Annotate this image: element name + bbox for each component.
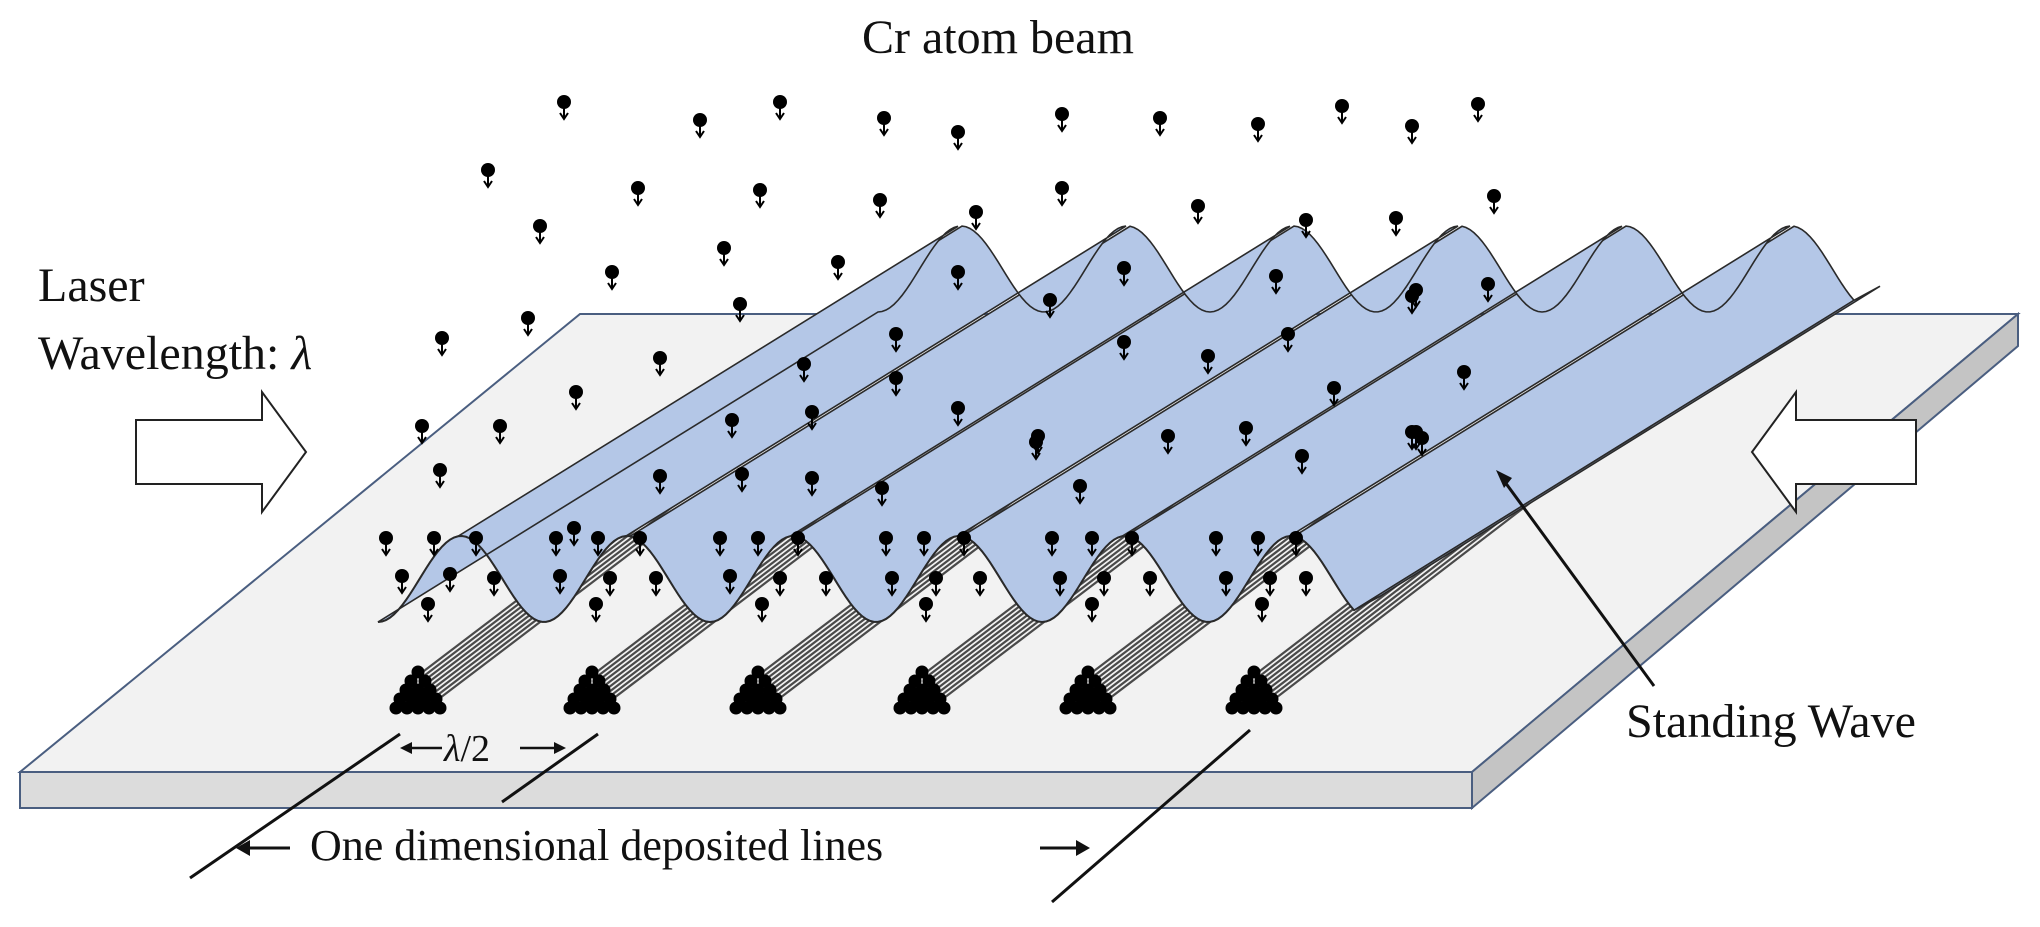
deposited-atom [1258,701,1272,715]
deposited-atom [411,665,425,679]
half-wavelength-label: λ/2 [444,730,490,768]
atom-icon [630,180,646,206]
deposited-atom [926,701,940,715]
atom-icon [556,94,572,120]
atom-icon [876,110,892,136]
label-arrow-left-head [236,840,250,856]
atom-icon [1404,118,1420,144]
deposited-atom [400,701,414,715]
standing-wave-label: Standing Wave [1626,695,1916,748]
deposited-atom [1092,701,1106,715]
laser-right-arrow-icon [1750,388,1917,516]
deposited-atom [1247,665,1261,679]
atom-icon [950,124,966,150]
deposited-atom [585,665,599,679]
atom-icon [830,254,846,280]
atom-icon [872,192,888,218]
label-arrow-right-head [1076,840,1090,856]
standing-wave-leader-head [1496,470,1512,488]
deposited-atom [904,701,918,715]
deposited-atom [740,701,754,715]
deposited-atom [751,665,765,679]
deposit-pile [893,665,951,715]
deposited-atom [773,701,787,715]
atom-icon [752,182,768,208]
deposited-atom [1269,701,1283,715]
deposited-atom [1070,701,1084,715]
deposited-atom [915,701,929,715]
spacing-divisor: /2 [460,728,491,770]
atom-icon [1190,198,1206,224]
atom-icon [1470,96,1486,122]
deposited-atom [1225,701,1239,715]
beam-label: Cr atom beam [862,11,1134,64]
deposited-leader-right [1051,728,1251,904]
standing-wave-end [1353,285,1881,611]
spacing-arrow-right-head [554,742,566,754]
deposited-atom [607,701,621,715]
deposited-atom [893,701,907,715]
atom-icon [1486,188,1502,214]
deposited-leader-mid [501,732,599,804]
deposited-atom [915,665,929,679]
deposited-atom [937,701,951,715]
laser-left-arrow-icon [135,388,308,516]
standing-wave-surface [377,225,1881,624]
atom-icon [434,330,450,356]
substrate-front-face [19,771,1473,809]
atom-icon [1388,210,1404,236]
spacing-lambda-symbol: λ [444,728,461,770]
deposited-atom [729,701,743,715]
atom-icon [772,94,788,120]
deposited-atom [389,701,403,715]
laser-label-line2: Wavelength: λ [38,330,312,378]
deposited-atom [1236,701,1250,715]
deposited-atom [1081,701,1095,715]
laser-lambda-symbol: λ [291,327,313,380]
deposited-atom [574,701,588,715]
deposit-pile [1059,665,1117,715]
atom-icon [604,264,620,290]
deposited-atom [1247,701,1261,715]
deposited-atom [1081,665,1095,679]
standing-wave-leader [1500,477,1656,687]
deposited-atom [1103,701,1117,715]
deposited-atom [563,701,577,715]
laser-label-line1: Laser [38,259,145,312]
deposited-atom [411,701,425,715]
deposited-atom [433,701,447,715]
standing-wave-front-edge [377,535,1355,624]
atom-icon [1334,98,1350,124]
deposited-lines-label: One dimensional deposited lines [310,821,884,870]
deposited-leader-left [189,732,401,880]
deposited-atom [585,701,599,715]
atom-icon [1250,116,1266,142]
laser-wavelength-text: Wavelength: [38,327,292,380]
deposit-pile [729,665,787,715]
atom-icon [1152,110,1168,136]
spacing-arrow-left-head [400,742,412,754]
deposited-atom [751,701,765,715]
atom-icon [716,240,732,266]
deposited-atom [422,701,436,715]
deposited-atom [596,701,610,715]
deposit-pile [1225,665,1283,715]
annotation-arrows [135,388,1917,904]
atom-icon [692,112,708,138]
deposited-atom [762,701,776,715]
deposit-pile [563,665,621,715]
deposit-pile [389,665,447,715]
atom-icon [1054,106,1070,132]
deposited-atom [1059,701,1073,715]
atom-icon [968,204,984,230]
atom-icon [520,310,536,336]
atom-icon [532,218,548,244]
atom-icon [480,162,496,188]
atom-icon [1054,180,1070,206]
